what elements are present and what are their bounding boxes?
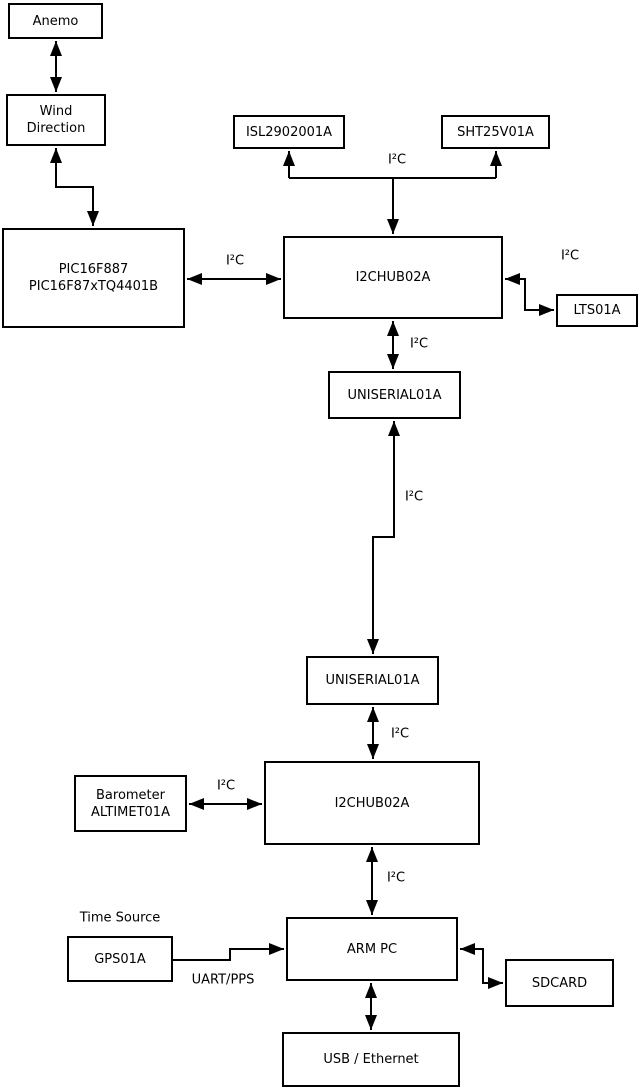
node-i2chub-top: I2CHUB02A: [283, 236, 503, 319]
node-pic16f887-line1: PIC16F887: [58, 262, 129, 277]
node-uniserial-bottom: UNISERIAL01A: [306, 656, 439, 705]
edge-uniserial-uniserial: [367, 421, 400, 654]
edge-armpc-sdcard: [460, 943, 503, 989]
edge-label-i2c-uniserial-link: I²C: [404, 489, 424, 505]
node-anemo-label: Anemo: [32, 13, 79, 29]
node-sdcard: SDCARD: [505, 959, 614, 1007]
node-uniserial-top-label: UNISERIAL01A: [347, 387, 442, 403]
node-gps01a-label: GPS01A: [94, 951, 146, 967]
node-lts01a: LTS01A: [556, 294, 638, 327]
node-wind-direction-line2: Direction: [26, 121, 86, 136]
edge-label-i2c-hub-lts: I²C: [560, 248, 580, 264]
node-i2chub-top-label: I2CHUB02A: [355, 270, 431, 285]
node-anemo: Anemo: [8, 3, 103, 39]
node-i2chub-bottom: I2CHUB02A: [264, 761, 480, 845]
edge-gps-armpc: [173, 943, 284, 961]
node-sht25v01a: SHT25V01A: [441, 115, 550, 149]
edge-label-time-source: Time Source: [79, 910, 161, 926]
node-barometer-line1: Barometer: [96, 787, 165, 803]
edge-label-i2c-barometer-hub: I²C: [216, 778, 236, 794]
edge-label-i2c-hub-armpc: I²C: [386, 870, 406, 886]
node-usb-ethernet: USB / Ethernet: [282, 1032, 460, 1087]
node-wind-direction-line1: Wind: [39, 104, 73, 119]
node-sht25v01a-label: SHT25V01A: [457, 124, 534, 140]
edge-label-i2c-pic-hub: I²C: [225, 253, 245, 269]
node-uniserial-top: UNISERIAL01A: [328, 371, 461, 419]
node-lts01a-label: LTS01A: [573, 303, 621, 318]
node-isl2902001a: ISL2902001A: [233, 115, 345, 149]
node-arm-pc-label: ARM PC: [346, 941, 398, 957]
node-sdcard-label: SDCARD: [531, 975, 588, 991]
node-wind-direction: Wind Direction: [6, 94, 106, 146]
node-uniserial-bottom-label: UNISERIAL01A: [325, 673, 420, 688]
node-pic16f887-line2: PIC16F87xTQ4401B: [28, 279, 159, 294]
node-i2chub-bottom-label: I2CHUB02A: [334, 795, 410, 811]
edge-label-i2c-junction: I²C: [387, 152, 407, 168]
node-barometer: Barometer ALTIMET01A: [74, 775, 187, 832]
edge-label-uart-pps: UART/PPS: [191, 972, 255, 988]
node-isl2902001a-label: ISL2902001A: [245, 124, 333, 140]
node-usb-ethernet-label: USB / Ethernet: [323, 1052, 419, 1067]
node-arm-pc: ARM PC: [286, 917, 458, 981]
edge-label-i2c-uniserial-hub: I²C: [390, 726, 410, 742]
node-pic16f887: PIC16F887 PIC16F87xTQ4401B: [2, 228, 185, 328]
node-gps01a: GPS01A: [67, 936, 173, 982]
edge-wind-pic: [50, 148, 99, 226]
edge-label-i2c-hub-uniserial: I²C: [409, 336, 429, 352]
edge-i2chub-top-lts: [505, 273, 554, 316]
node-barometer-line2: ALTIMET01A: [91, 804, 170, 820]
